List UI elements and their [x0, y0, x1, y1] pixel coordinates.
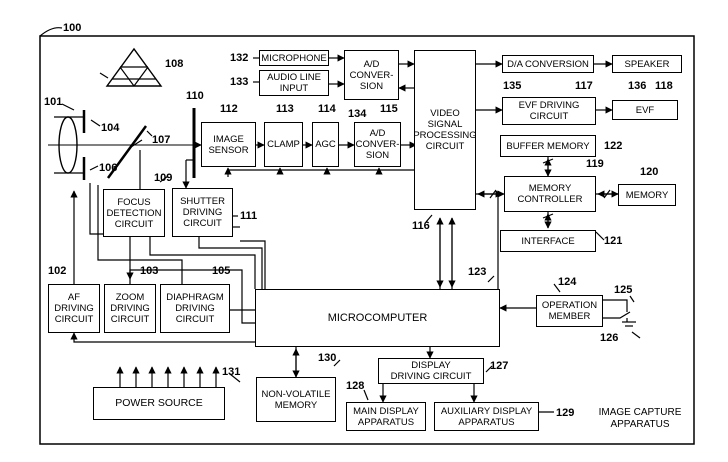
power-source-label: POWER SOURCE [115, 397, 203, 409]
zoom-driving-block: ZOOM DRIVING CIRCUIT [104, 284, 156, 333]
microphone-block: MICROPHONE [259, 50, 329, 66]
da-conversion-block: D/A CONVERSION [502, 55, 594, 73]
ref-116: 116 [412, 220, 430, 232]
evf-driving-label: EVF DRIVING CIRCUIT [518, 100, 580, 122]
ref-110: 110 [186, 90, 204, 102]
ref-109: 109 [154, 172, 173, 184]
interface-block: INTERFACE [500, 230, 596, 252]
ref-117: 117 [575, 80, 593, 92]
diaphragm-driving-block: DIAPHRAGM DRIVING CIRCUIT [160, 284, 230, 333]
clamp-block: CLAMP [264, 122, 303, 167]
main-display-block: MAIN DISPLAY APPARATUS [346, 402, 426, 431]
ref-132: 132 [230, 52, 249, 64]
ref-108: 108 [165, 58, 184, 70]
non-volatile-memory-label: NON-VOLATILE MEMORY [261, 388, 331, 411]
clamp-label: CLAMP [267, 139, 300, 150]
memory-block: MEMORY [618, 184, 676, 206]
ref-121: 121 [604, 235, 623, 247]
diaphragm-driving-label: DIAPHRAGM DRIVING CIRCUIT [166, 292, 224, 325]
speaker-label: SPEAKER [624, 58, 670, 70]
ref-100: 100 [63, 22, 82, 34]
ref-135: 135 [503, 80, 522, 92]
video-ad-conversion-block: A/D CONVER- SION [354, 122, 401, 167]
ref-120: 120 [640, 166, 659, 178]
ref-102: 102 [48, 265, 67, 277]
video-signal-processing-label: VIDEO SIGNAL PROCESSING CIRCUIT [413, 108, 477, 152]
audio-ad-conversion-label: A/D CONVER- SION [349, 58, 394, 92]
memory-controller-block: MEMORY CONTROLLER [504, 176, 596, 212]
image-sensor-block: IMAGE SENSOR [201, 122, 256, 167]
ref-124: 124 [558, 276, 577, 288]
focus-detection-label: FOCUS DETECTION CIRCUIT [106, 196, 162, 230]
operation-member-label: OPERATION MEMBER [541, 300, 598, 322]
memory-label: MEMORY [625, 189, 669, 201]
evf-driving-block: EVF DRIVING CIRCUIT [502, 97, 596, 125]
buffer-memory-label: BUFFER MEMORY [506, 140, 590, 152]
af-driving-block: AF DRIVING CIRCUIT [48, 284, 100, 333]
focus-detection-block: FOCUS DETECTION CIRCUIT [103, 189, 165, 237]
buffer-memory-block: BUFFER MEMORY [500, 135, 596, 157]
evf-label: EVF [635, 104, 655, 116]
ref-112: 112 [220, 103, 238, 115]
ref-130: 130 [318, 352, 337, 364]
ref-127: 127 [490, 360, 509, 372]
agc-block: AGC [312, 122, 339, 167]
ref-125: 125 [614, 284, 633, 296]
ref-128: 128 [346, 380, 365, 392]
ref-126: 126 [600, 332, 619, 344]
shutter-driving-block: SHUTTER DRIVING CIRCUIT [172, 188, 233, 237]
af-driving-label: AF DRIVING CIRCUIT [54, 292, 94, 325]
ref-131: 131 [222, 366, 241, 378]
audio-ad-conversion-block: A/D CONVER- SION [344, 50, 399, 100]
pentaprism-108 [105, 47, 163, 87]
ref-113: 113 [276, 103, 294, 115]
speaker-block: SPEAKER [612, 55, 682, 73]
operation-member-block: OPERATION MEMBER [536, 295, 603, 327]
shutter-driving-label: SHUTTER DRIVING CIRCUIT [180, 196, 225, 229]
auxiliary-display-block: AUXILIARY DISPLAY APPARATUS [434, 402, 539, 431]
microphone-label: MICROPHONE [261, 52, 327, 64]
display-driving-label: DISPLAY DRIVING CIRCUIT [390, 360, 472, 382]
ref-106: 106 [99, 162, 118, 174]
ref-129: 129 [556, 407, 575, 419]
ref-103: 103 [140, 265, 159, 277]
ref-104: 104 [101, 122, 120, 134]
ref-115: 115 [380, 103, 398, 115]
ref-101: 101 [44, 96, 63, 108]
auxiliary-display-label: AUXILIARY DISPLAY APPARATUS [440, 405, 533, 428]
mirror-107 [106, 125, 148, 179]
memory-controller-label: MEMORY CONTROLLER [517, 183, 583, 205]
main-display-label: MAIN DISPLAY APPARATUS [353, 405, 419, 428]
audio-line-input-block: AUDIO LINE INPUT [259, 70, 329, 96]
agc-label: AGC [315, 139, 336, 150]
ref-123: 123 [468, 266, 487, 278]
device-caption: IMAGE CAPTURE APPARATUS [598, 407, 682, 430]
ref-119: 119 [586, 158, 604, 170]
evf-block: EVF [612, 100, 678, 120]
video-ad-conversion-label: A/D CONVER- SION [355, 128, 400, 161]
microcomputer-label: MICROCOMPUTER [327, 311, 428, 324]
ref-134: 134 [348, 108, 367, 120]
ref-105: 105 [212, 265, 231, 277]
interface-label: INTERFACE [521, 235, 575, 247]
ref-133: 133 [230, 76, 249, 88]
apparatus-outline [39, 35, 695, 445]
ref-107: 107 [152, 134, 171, 146]
zoom-driving-label: ZOOM DRIVING CIRCUIT [110, 292, 150, 325]
microcomputer-block: MICROCOMPUTER [255, 289, 500, 347]
ref-122: 122 [604, 140, 623, 152]
non-volatile-memory-block: NON-VOLATILE MEMORY [256, 377, 336, 422]
ref-136: 136 [628, 80, 647, 92]
video-signal-processing-block: VIDEO SIGNAL PROCESSING CIRCUIT [413, 50, 477, 210]
ref-114: 114 [318, 103, 336, 115]
display-driving-block: DISPLAY DRIVING CIRCUIT [378, 358, 484, 384]
audio-line-input-label: AUDIO LINE INPUT [267, 72, 321, 94]
da-conversion-label: D/A CONVERSION [507, 58, 589, 70]
power-source-block: POWER SOURCE [93, 387, 225, 420]
ref-118: 118 [655, 80, 673, 92]
image-sensor-label: IMAGE SENSOR [208, 133, 249, 156]
ref-111: 111 [240, 210, 258, 222]
